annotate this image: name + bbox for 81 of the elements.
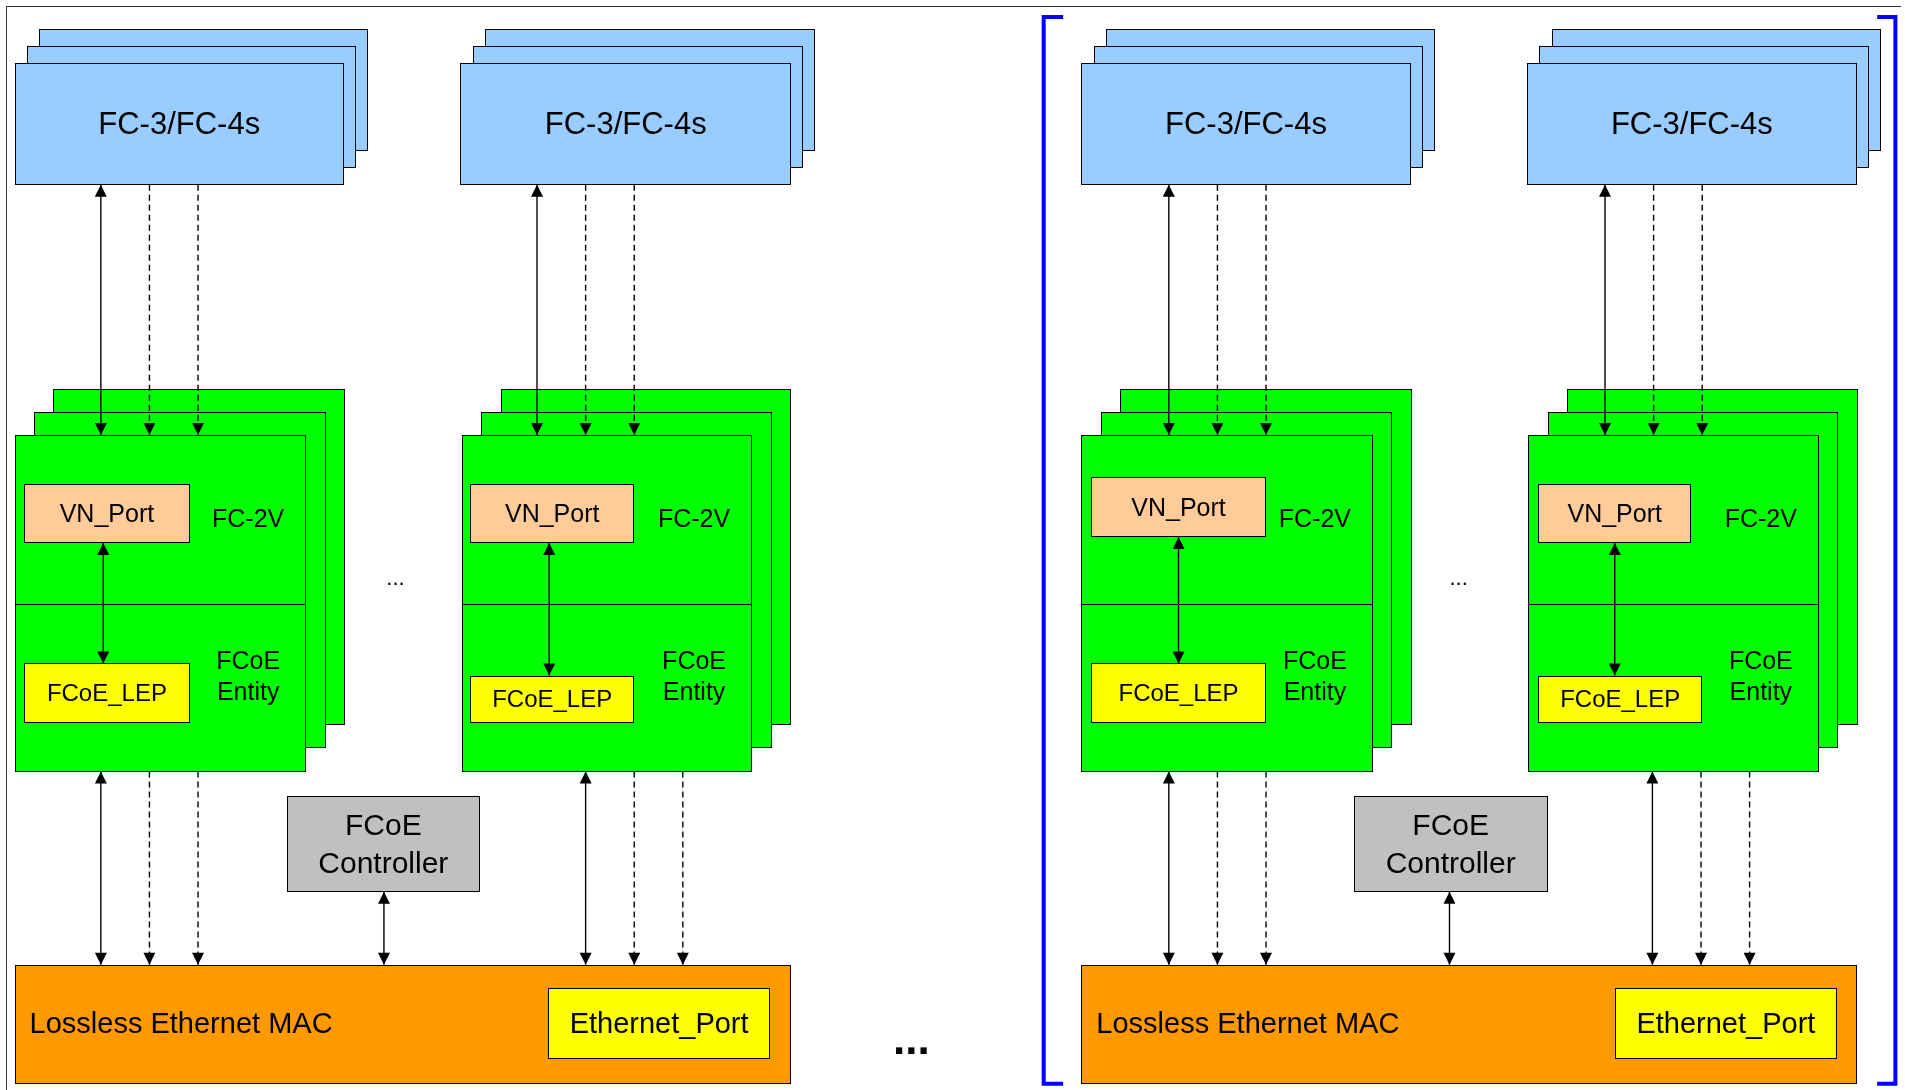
port-box [470, 483, 635, 544]
entity-box [1081, 434, 1373, 772]
arrow [1695, 770, 1707, 966]
box-label: FCoE Controller [317, 807, 450, 881]
arrow [628, 184, 641, 436]
arrow [1743, 770, 1756, 966]
arrow [377, 891, 390, 966]
arrow [1260, 770, 1273, 966]
arrow [1211, 770, 1224, 966]
controller-box [286, 795, 480, 892]
arrow [676, 770, 689, 966]
arrow [579, 770, 592, 966]
box-label: VN_Port [1131, 491, 1226, 523]
box-label: FCoE Controller [1384, 807, 1517, 881]
layer-box [1527, 63, 1857, 185]
port-box [1091, 477, 1266, 537]
layer-label: FC-2V [212, 504, 285, 533]
arrow [1443, 891, 1456, 966]
arrow [1646, 770, 1659, 966]
arrow [94, 184, 107, 436]
layer-label: FC-2V [1278, 504, 1352, 533]
ellipsis: ... [1449, 565, 1468, 591]
layer-box [14, 63, 344, 185]
entity-box [461, 434, 753, 772]
box-label: Ethernet_Port [569, 1006, 749, 1042]
arrow [628, 770, 641, 966]
box-label: FC-3/FC-4s [98, 104, 261, 143]
mac-label: Lossless Ethernet MAC [29, 1006, 333, 1042]
arrow [97, 542, 110, 665]
port-box [547, 987, 771, 1060]
arrow [543, 542, 556, 677]
box-label: FCoE_LEP [492, 684, 613, 715]
entity-label: FCoE Entity [1728, 645, 1793, 705]
box-label: FCoE_LEP [1560, 684, 1681, 715]
layer-box [1081, 63, 1411, 185]
arrow [1647, 184, 1660, 436]
endpoint-box [1091, 663, 1266, 723]
ellipsis: ... [386, 565, 405, 591]
mac-label: Lossless Ethernet MAC [1096, 1006, 1400, 1042]
box-label: FCoE_LEP [46, 678, 167, 709]
box-label: VN_Port [504, 497, 600, 529]
box-label: FC-3/FC-4s [1165, 104, 1327, 143]
box-label: FCoE_LEP [1118, 678, 1239, 709]
arrow [143, 184, 156, 436]
arrow [579, 184, 592, 436]
mac-box [14, 964, 791, 1084]
endpoint-box [1538, 675, 1703, 723]
layer-box [460, 63, 791, 185]
arrow [192, 184, 205, 436]
box-label: VN_Port [1567, 497, 1662, 529]
entity-label: FCoE Entity [216, 645, 281, 705]
arrow [1211, 184, 1224, 436]
box-label: VN_Port [59, 497, 155, 529]
box-label: Ethernet_Port [1636, 1006, 1816, 1042]
arrow [143, 770, 156, 966]
entity-label: FCoE Entity [662, 645, 726, 705]
entity-box [14, 434, 307, 772]
arrow [1608, 542, 1621, 677]
arrow [1162, 184, 1175, 436]
layer-label: FC-2V [657, 504, 731, 533]
endpoint-box [470, 675, 635, 723]
port-box [1538, 483, 1692, 544]
arrow [94, 770, 107, 966]
arrow [1696, 184, 1709, 436]
box-label: FC-3/FC-4s [1610, 104, 1773, 143]
box-label: FC-3/FC-4s [544, 104, 707, 143]
arrow [1260, 184, 1273, 436]
entity-box [1528, 434, 1819, 772]
endpoint-box [24, 663, 190, 723]
port-box [1614, 987, 1838, 1060]
controller-box [1353, 795, 1548, 892]
arrow [1172, 536, 1185, 665]
arrow [192, 770, 205, 966]
ellipsis: ... [893, 1014, 930, 1063]
entity-label: FCoE Entity [1283, 645, 1347, 705]
arrow [1162, 770, 1175, 966]
arrow [1599, 184, 1611, 436]
mac-box [1081, 964, 1857, 1084]
layer-label: FC-2V [1724, 504, 1797, 533]
port-box [24, 483, 190, 544]
arrow [531, 184, 544, 436]
